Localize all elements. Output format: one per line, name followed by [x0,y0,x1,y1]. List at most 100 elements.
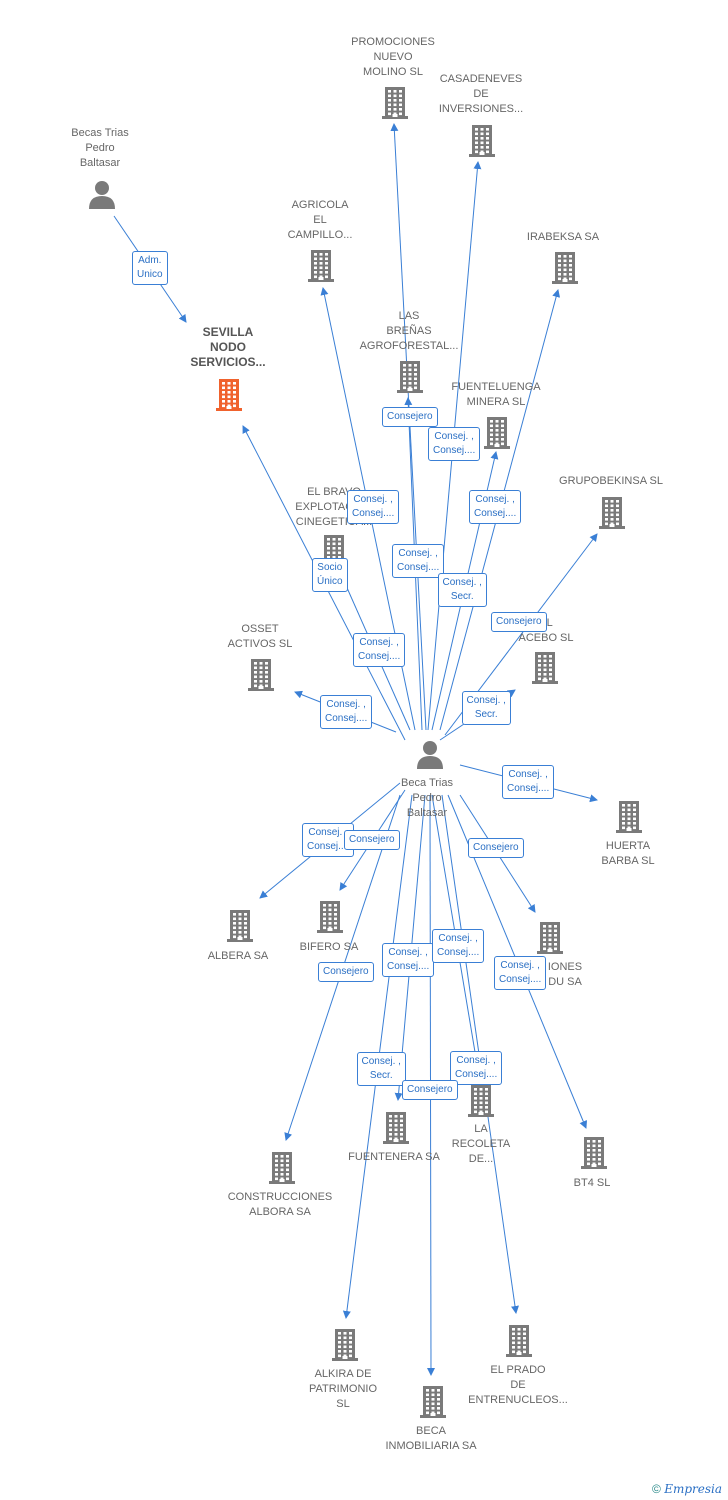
edge-label-line: Consej. , [508,769,548,780]
edge-label-albora[interactable]: Consejero [318,962,374,982]
edge-label-bt4[interactable]: Consej. ,Consej.... [494,956,547,990]
edge-label-line: Consej. , [475,494,515,505]
node-label-line: FUENTELUENGA [451,381,541,393]
edge-label-beca_inmo[interactable]: Consejero [402,1080,458,1100]
node-label-line: GRUPOBEKINSA SL [559,475,663,487]
edge-label-line: Consejero [407,1084,453,1095]
edge-label-acebo[interactable]: Consej. ,Secr. [461,691,511,725]
node-label-line: EL PRADO [490,1364,546,1376]
edge-label-line: Consej.... [358,651,401,662]
edge-label-line: Consej. , [388,947,428,958]
node-label-line: INMOBILIARIA SA [385,1440,477,1452]
footer-brand[interactable]: © Empresia [652,1482,722,1496]
edge-label-osset[interactable]: Consej. ,Consej.... [320,695,373,729]
node-label-grupobekinsa[interactable]: GRUPOBEKINSA SL [546,474,676,489]
node-label-line: RECOLETA [451,1138,511,1150]
node-label-line: Becas Trias [71,127,129,139]
node-label-line: SL [336,1398,350,1410]
edge-label-line: Consejero [496,616,542,627]
building-icon[interactable] [395,359,425,398]
node-label-line: IONES [547,961,583,973]
node-label-irabeksa[interactable]: IRABEKSA SA [498,230,628,245]
node-label-iones[interactable]: IONES DU SA [500,960,630,990]
building-icon[interactable] [418,1384,448,1423]
node-label-line: Pedro [85,142,115,154]
edge-label-huerta[interactable]: Consej. , Consej.... [502,765,555,799]
edge-label-line: Socio [317,562,343,573]
building-icon[interactable] [614,799,644,838]
node-label-line: DU SA [548,976,582,988]
edge-label-bifero[interactable]: Consejero [344,830,400,850]
node-label-bifero[interactable]: BIFERO SA [264,940,394,955]
edge-label-line: Consej. , [353,494,393,505]
building-icon[interactable] [225,908,255,947]
edge-label-alkira[interactable]: Consej. ,Secr. [356,1052,406,1086]
building-icon[interactable] [306,248,336,287]
building-icon[interactable] [504,1323,534,1362]
edge-label-iones[interactable]: Consejero [468,838,524,858]
edge-label-line: Secr. [474,709,498,720]
edge-label-line: Consej.... [507,783,550,794]
building-icon[interactable] [315,899,345,938]
person-icon[interactable] [87,179,117,214]
node-label-bt4[interactable]: BT4 SL [527,1176,657,1191]
edge-label-irabeksa[interactable]: Consej. ,Consej.... [469,490,522,524]
edge-label-grupobekinsa[interactable]: Consejero [491,612,547,632]
node-label-beca_inmo[interactable]: BECA INMOBILIARIA SA [366,1424,496,1454]
edge-label-agricola[interactable]: Consej. ,Consej.... [353,633,406,667]
edge-label-sevilla[interactable]: Adm.Unico [132,251,168,285]
edge-label-line: Consejero [387,411,433,422]
node-label-line: AGROFORESTAL... [359,340,459,352]
building-icon[interactable] [467,123,497,162]
building-icon[interactable] [579,1135,609,1174]
building-icon[interactable] [214,377,244,416]
node-label-line: EL [313,214,327,226]
edge-label-recoleta[interactable]: Consej. ,Consej.... [432,929,485,963]
building-icon[interactable] [330,1327,360,1366]
node-label-line: CASADENEVES [439,73,523,85]
node-label-line: FUENTENERA SA [348,1151,440,1163]
building-icon[interactable] [530,650,560,689]
node-label-line: BECA [416,1425,446,1437]
edge-label-casadeneves[interactable]: Consej. ,Consej.... [428,427,481,461]
node-label-albera[interactable]: ALBERA SA [173,949,303,964]
building-icon[interactable] [482,415,512,454]
building-icon[interactable] [466,1083,496,1122]
building-icon[interactable] [246,657,276,696]
building-icon[interactable] [381,1110,411,1149]
building-icon[interactable] [597,495,627,534]
building-icon[interactable] [267,1150,297,1189]
building-icon[interactable] [380,85,410,124]
node-label-line: DE... [468,1153,494,1165]
building-icon[interactable] [535,920,565,959]
edge-label-fuenteluenga[interactable]: Consej. ,Secr. [437,573,487,607]
edge-label-fuentenera[interactable]: Consej. ,Consej.... [382,943,435,977]
node-label-fuentenera[interactable]: FUENTENERA SA [329,1150,459,1165]
edge-label-line: Consej.... [325,713,368,724]
person-icon[interactable] [415,739,445,774]
edge-label-line: Único [317,576,343,587]
node-label-line: Baltasar [79,157,121,169]
building-icon[interactable] [550,250,580,289]
node-label-line: CAMPILLO... [287,229,353,241]
edge-label-brenas[interactable]: Consej. ,Consej.... [392,544,445,578]
edge-label-elprado[interactable]: Consej. ,Consej.... [450,1051,503,1085]
edge-label-promociones[interactable]: Consejero [382,407,438,427]
edge-label-bravo[interactable]: Consej. ,Consej.... [347,490,400,524]
